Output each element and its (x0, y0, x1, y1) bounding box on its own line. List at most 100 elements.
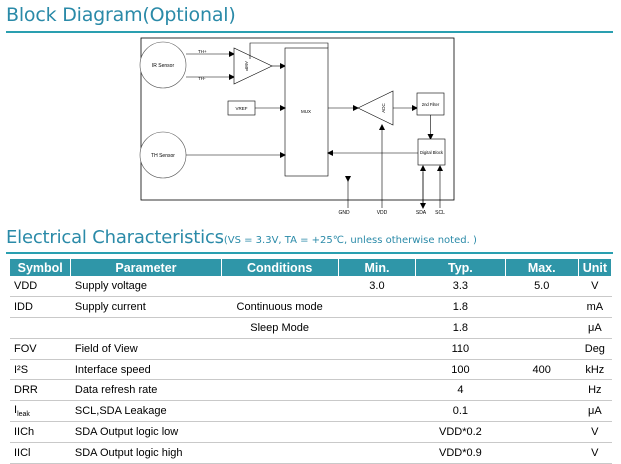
cell-conditions (221, 400, 339, 423)
adc-block (357, 90, 394, 126)
th-sensor-label: TH Sensor (151, 153, 175, 159)
col-max: Max. (505, 259, 579, 276)
cell-symbol (10, 317, 71, 339)
diagram-frame (140, 37, 455, 201)
cell-typ: 100 (415, 359, 506, 381)
table-row: DRR Data refresh rate 4 Hz (10, 379, 612, 402)
cell-symbol: Ileak (10, 400, 71, 423)
cell-max (505, 317, 579, 339)
symbol-subscript: leak (17, 411, 30, 419)
filter-label: 2nd Filter (422, 102, 440, 107)
gnd-label: GND (338, 210, 350, 216)
heading-rule (6, 31, 613, 33)
cell-parameter: Supply voltage (70, 276, 221, 297)
col-symbol: Symbol (10, 259, 72, 276)
cell-min (338, 359, 416, 381)
cell-min (338, 379, 416, 402)
digital-block-label: Digital Block (420, 150, 444, 155)
cell-unit: V (578, 421, 612, 444)
cell-conditions (221, 359, 339, 381)
cell-symbol: IICh (10, 421, 71, 444)
cell-symbol: IICl (10, 442, 71, 464)
th-minus-label: TH- (198, 76, 206, 81)
cell-parameter (70, 317, 221, 339)
col-conditions: Conditions (221, 259, 339, 276)
cell-conditions (221, 338, 339, 360)
cell-conditions: Sleep Mode (221, 317, 339, 339)
table-row: I²S Interface speed 100 400 kHz (10, 359, 612, 381)
mux-label: MUX (301, 109, 311, 114)
digital-block (417, 138, 446, 166)
table-row: IICh SDA Output logic low VDD*0.2 V (10, 421, 612, 444)
cell-unit: V (578, 442, 612, 464)
table-row: Ileak SCL,SDA Leakage 0.1 μA (10, 400, 612, 423)
cell-min (338, 400, 416, 423)
vref-label: VREF (235, 106, 247, 111)
col-unit: Unit (578, 259, 613, 276)
cell-typ: 110 (415, 338, 506, 360)
table-row: VDD Supply voltage 3.0 3.3 5.0 V (10, 276, 612, 297)
cell-parameter: SDA Output logic low (70, 421, 221, 444)
table-row: Sleep Mode 1.8 μA (10, 317, 612, 339)
cell-symbol: FOV (10, 338, 71, 360)
symbol-main: I (14, 404, 18, 417)
table-row: IICl SDA Output logic high VDD*0.9 V (10, 442, 612, 464)
table-header-row: Symbol Parameter Conditions Min. Typ. Ma… (10, 259, 613, 276)
cell-conditions (221, 379, 339, 402)
col-parameter: Parameter (70, 259, 222, 276)
cell-parameter: SCL,SDA Leakage (70, 400, 221, 423)
cell-typ: 4 (415, 379, 506, 402)
cell-min (338, 317, 416, 339)
sda-label: SDA (416, 210, 427, 216)
cell-conditions (221, 442, 339, 464)
ir-sensor-label: IR Sensor (152, 63, 175, 69)
cell-symbol: I²S (10, 359, 71, 381)
cell-unit: Hz (578, 379, 612, 402)
cell-symbol: IDD (10, 296, 71, 318)
cell-min (338, 338, 416, 360)
ir-sensor-block (139, 41, 187, 89)
mux-block (284, 47, 329, 177)
electrical-rule (6, 252, 613, 254)
cell-parameter: Data refresh rate (70, 379, 221, 402)
electrical-characteristics-table: Symbol Parameter Conditions Min. Typ. Ma… (10, 259, 613, 464)
electrical-title: Electrical Characteristics (6, 227, 224, 248)
cell-symbol: VDD (10, 276, 71, 297)
table-row: FOV Field of View 110 Deg (10, 338, 612, 360)
cell-typ: 0.1 (415, 400, 506, 423)
col-min: Min. (338, 259, 417, 276)
block-diagram-heading: Block Diagram(Optional) (6, 4, 236, 26)
amp-label: AMP (244, 61, 249, 71)
th-plus-label: TH+ (198, 49, 207, 54)
cell-conditions (221, 421, 339, 444)
electrical-condition: (VS = 3.3V, TA = +25℃, unless otherwise … (223, 235, 477, 246)
cell-min: 3.0 (338, 276, 416, 297)
electrical-heading: Electrical Characteristics(VS = 3.3V, TA… (6, 227, 477, 248)
cell-unit: Deg (578, 338, 612, 360)
cell-symbol: DRR (10, 379, 71, 402)
cell-unit: mA (578, 296, 612, 318)
cell-max (505, 442, 579, 464)
cell-min (338, 442, 416, 464)
cell-max (505, 379, 579, 402)
scl-label: SCL (435, 210, 445, 216)
cell-conditions (221, 276, 339, 297)
cell-typ: 1.8 (415, 317, 506, 339)
cell-typ: VDD*0.2 (415, 421, 506, 444)
cell-max (505, 421, 579, 444)
cell-max (505, 338, 579, 360)
cell-max (505, 400, 579, 423)
adc-label: ADC (381, 103, 386, 113)
cell-typ: 1.8 (415, 296, 506, 318)
table-row: IDD Supply current Continuous mode 1.8 m… (10, 296, 612, 318)
col-typ: Typ. (415, 259, 506, 276)
vdd-label: VDD (377, 210, 388, 216)
block-diagram: IR Sensor TH Sensor TH+ TH- AMP MUX VREF… (139, 37, 455, 216)
cell-max: 5.0 (505, 276, 579, 297)
cell-unit: μA (578, 400, 612, 423)
cell-parameter: Interface speed (70, 359, 221, 381)
cell-conditions: Continuous mode (221, 296, 339, 318)
cell-unit: kHz (578, 359, 612, 381)
cell-parameter: Supply current (70, 296, 221, 318)
cell-max: 400 (505, 359, 579, 381)
